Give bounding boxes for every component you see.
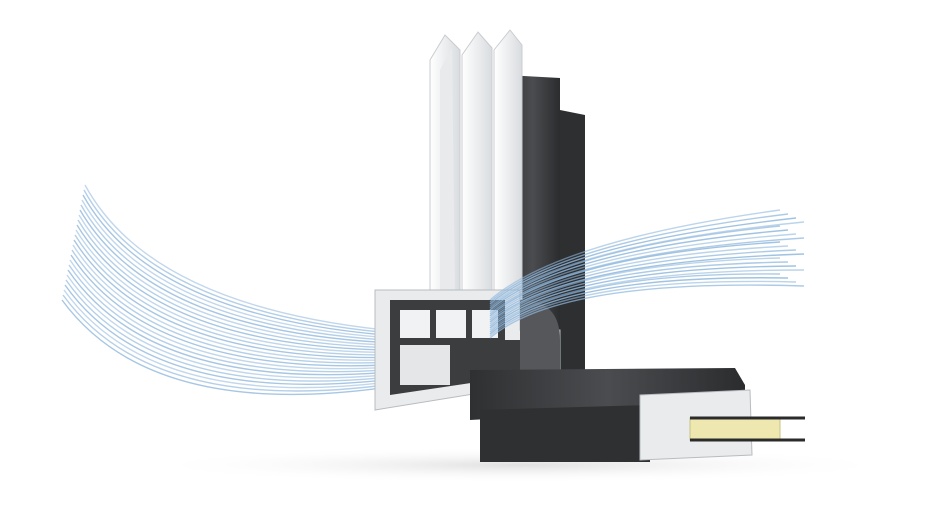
fiber-strand [75,229,386,354]
fiber-strand [489,265,797,329]
fiber-strand [68,264,386,373]
insulation-panel [689,417,781,441]
fiber-strand [489,269,805,331]
fiber-strand [489,261,789,327]
fiber-strand [69,259,386,370]
fiber-strand [79,209,386,344]
pane [461,31,493,301]
dark-sash-vertical [560,110,585,400]
fiber-strand [489,229,789,311]
fiber-strand [489,253,805,323]
fiber-strand [80,204,386,341]
fiber-strand [489,237,805,315]
fiber-strand [66,274,386,379]
fiber-strand [489,277,789,335]
fiber-strand [77,219,386,349]
fiber-strand [63,289,386,389]
fiber-bundle-left [61,184,386,396]
fiber-strand [82,194,386,336]
fiber-strand [489,217,797,305]
chamber [400,345,450,385]
fiber-strand [489,213,789,303]
fiber-strand [83,189,386,334]
fiber-strand [64,284,386,385]
fiber-strand [489,209,781,301]
fiber-strand [489,221,805,307]
fiber-strand [73,239,386,359]
fiber-strand [489,245,789,319]
frame-profile [374,289,805,462]
glazing-panes [429,29,523,301]
fiber-strand [84,184,386,331]
fiber-strand [76,224,386,351]
pane [493,29,523,301]
dark-base-block [480,405,650,462]
fiber-strand [489,233,797,313]
fiber-strand [489,273,781,333]
fiber-strand [65,279,386,382]
fiber-strand [67,269,386,376]
fiber-bundle-right [489,209,805,339]
fiber-strand [71,249,386,364]
chamber [436,310,466,338]
fiber-strand [74,234,386,356]
curved-corner [520,300,560,380]
fiber-strand [489,225,781,309]
fiber-strand [81,199,386,339]
fiber-strand [78,214,386,346]
fiber-strand [489,284,805,339]
fiber-strand [72,244,386,361]
chamber [400,310,430,338]
fiber-strand [70,254,386,367]
fiber-strand [61,299,386,396]
fiber-strand [489,257,781,325]
fiber-strand [62,294,386,392]
fiber-strand [489,241,781,317]
fiber-strand [489,280,797,337]
fiber-strand [489,249,797,321]
pane [440,48,455,300]
